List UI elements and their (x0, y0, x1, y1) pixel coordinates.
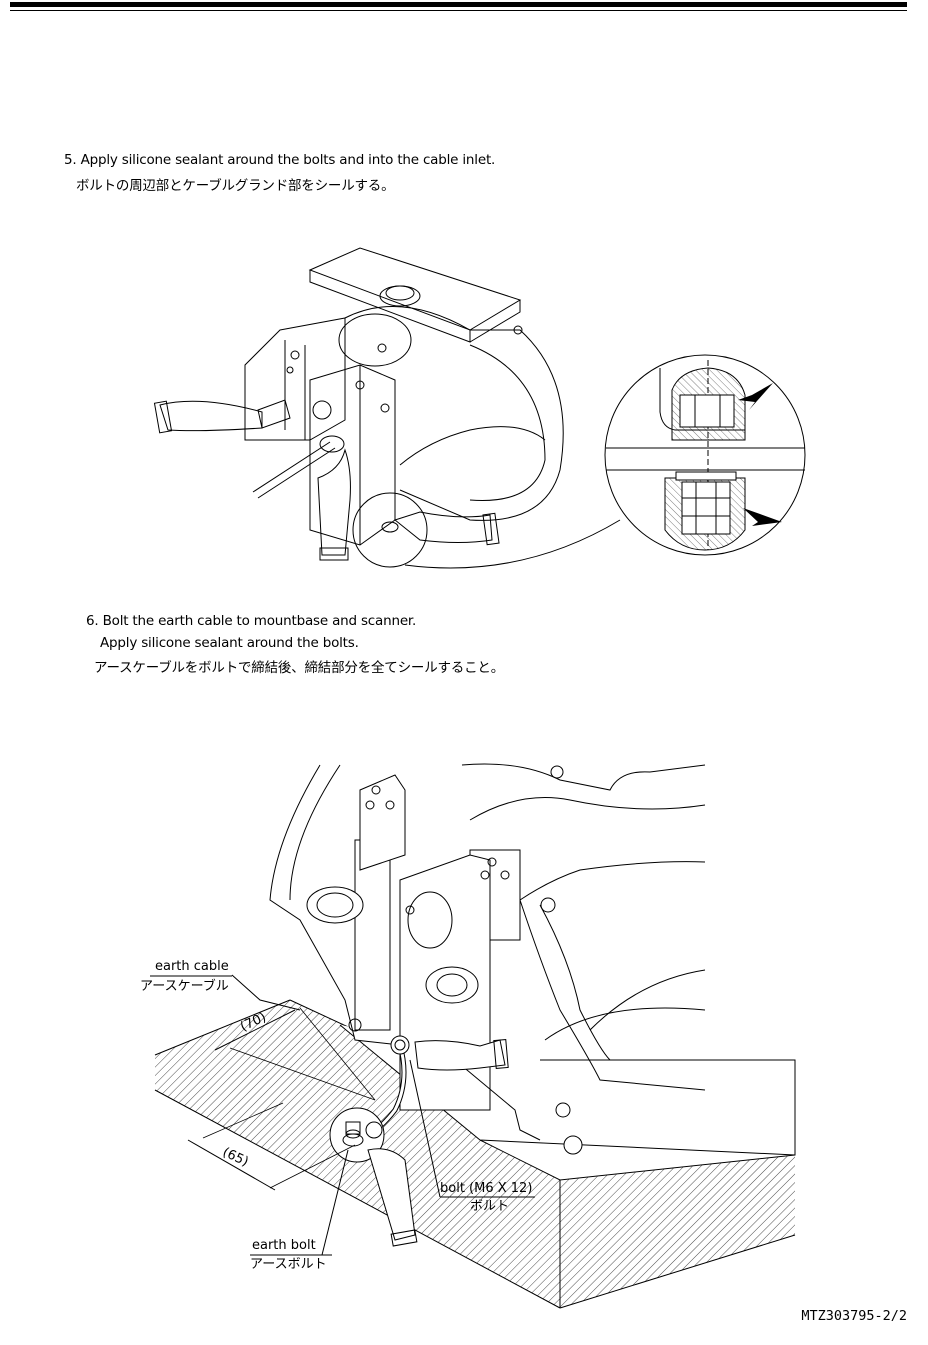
label-earth-cable-en: earth cable (155, 959, 229, 974)
document-number: MTZ303795-2/2 (801, 1308, 907, 1324)
label-bolt-en: bolt (M6 X 12) (440, 1181, 532, 1196)
label-earth-cable-ja: アースケーブル (140, 979, 229, 994)
label-earth-bolt-en: earth bolt (252, 1238, 316, 1253)
label-earth-bolt-ja: アースボルト (250, 1257, 327, 1272)
label-bolt-ja: ボルト (470, 1199, 509, 1214)
